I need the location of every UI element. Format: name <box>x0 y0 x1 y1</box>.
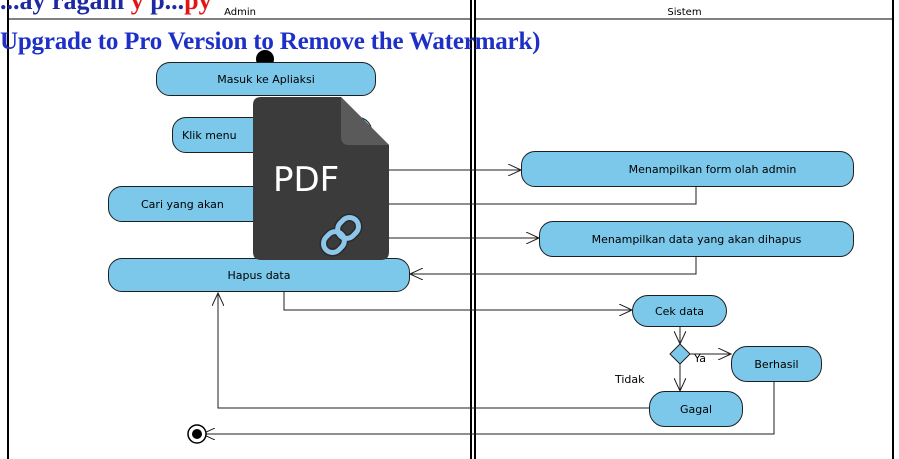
lane-header-admin: Admin <box>224 7 256 18</box>
flow-hapus-to-cek <box>283 290 632 310</box>
watermark-top-line: ...ay ragam y p...py <box>0 0 212 15</box>
flow-form-to-cari <box>389 186 697 205</box>
link-icon <box>319 213 363 257</box>
activity-tampil-form: Menampilkan form olah admin <box>521 151 854 187</box>
pdf-file-icon: PDF <box>253 97 389 260</box>
activity-cek-data: Cek data <box>632 295 727 327</box>
activity-gagal: Gagal <box>649 391 743 427</box>
activity-hapus-data: Hapus data <box>108 258 410 292</box>
lane-header-sistem: Sistem <box>667 7 702 18</box>
decision-node <box>669 343 691 365</box>
swimlane-frame <box>7 0 894 459</box>
end-node <box>187 424 207 444</box>
guard-ya: Ya <box>694 352 706 365</box>
activity-berhasil: Berhasil <box>731 346 822 382</box>
pdf-icon-fold <box>341 97 389 145</box>
flow-tampil-to-hapus <box>410 255 697 274</box>
flow-berhasil-to-end <box>202 381 775 434</box>
watermark-upgrade-text: Upgrade to Pro Version to Remove the Wat… <box>0 28 541 55</box>
pdf-icon-label: PDF <box>273 160 339 200</box>
activity-tampil-data: Menampilkan data yang akan dihapus <box>539 221 854 257</box>
flow-gagal-to-hapus <box>218 293 649 409</box>
guard-tidak: Tidak <box>615 373 645 386</box>
activity-masuk-aplikasi: Masuk ke Apliaksi <box>156 62 376 96</box>
